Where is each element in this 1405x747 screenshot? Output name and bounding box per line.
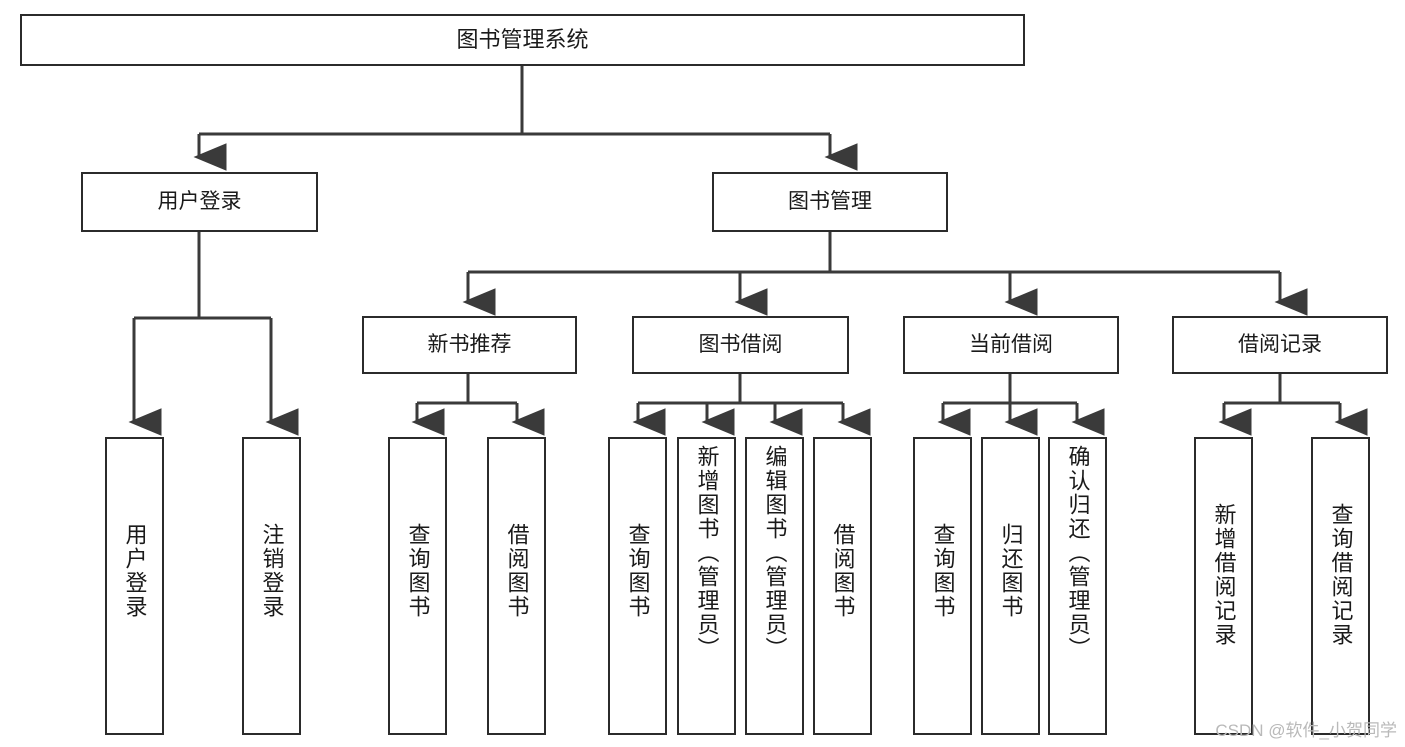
leaf-user-login-label: 用户登录 bbox=[122, 523, 148, 619]
leaf-edit-book-admin-label: 编辑图书（管理员） bbox=[762, 445, 788, 661]
leaf-logout-label: 注销登录 bbox=[259, 523, 285, 619]
leaf-return-book-label: 归还图书 bbox=[998, 523, 1024, 619]
leaf-borrow-book-recommend-label: 借阅图书 bbox=[504, 523, 530, 619]
leaf-add-borrow-record[interactable]: 新增借阅记录 bbox=[1194, 437, 1253, 735]
leaf-user-login[interactable]: 用户登录 bbox=[105, 437, 164, 735]
leaf-query-book-current[interactable]: 查询图书 bbox=[913, 437, 972, 735]
leaf-borrow-book-label: 借阅图书 bbox=[830, 523, 856, 619]
node-current-borrow-label: 当前借阅 bbox=[969, 332, 1053, 356]
leaf-return-book[interactable]: 归还图书 bbox=[981, 437, 1040, 735]
leaf-add-borrow-record-label: 新增借阅记录 bbox=[1211, 503, 1237, 647]
node-root[interactable]: 图书管理系统 bbox=[20, 14, 1025, 66]
leaf-confirm-return-admin[interactable]: 确认归还（管理员） bbox=[1048, 437, 1107, 735]
node-new-book-recommend-label: 新书推荐 bbox=[427, 332, 512, 356]
leaf-add-book-admin-label: 新增图书（管理员） bbox=[694, 445, 720, 661]
node-book-borrow-label: 图书借阅 bbox=[698, 332, 783, 356]
leaf-confirm-return-admin-label: 确认归还（管理员） bbox=[1065, 445, 1091, 661]
node-user-login[interactable]: 用户登录 bbox=[81, 172, 318, 232]
leaf-query-book-recommend[interactable]: 查询图书 bbox=[388, 437, 447, 735]
node-borrow-record-label: 借阅记录 bbox=[1238, 332, 1322, 356]
leaf-query-borrow-record-label: 查询借阅记录 bbox=[1328, 503, 1354, 647]
leaf-query-book-borrow[interactable]: 查询图书 bbox=[608, 437, 667, 735]
leaf-query-book-recommend-label: 查询图书 bbox=[405, 523, 431, 619]
node-borrow-record[interactable]: 借阅记录 bbox=[1172, 316, 1388, 374]
node-current-borrow[interactable]: 当前借阅 bbox=[903, 316, 1119, 374]
leaf-query-book-current-label: 查询图书 bbox=[930, 523, 956, 619]
node-book-management[interactable]: 图书管理 bbox=[712, 172, 948, 232]
leaf-logout[interactable]: 注销登录 bbox=[242, 437, 301, 735]
node-user-login-label: 用户登录 bbox=[157, 189, 242, 213]
leaf-add-book-admin[interactable]: 新增图书（管理员） bbox=[677, 437, 736, 735]
node-book-management-label: 图书管理 bbox=[788, 189, 872, 213]
leaf-borrow-book-recommend[interactable]: 借阅图书 bbox=[487, 437, 546, 735]
leaf-query-book-borrow-label: 查询图书 bbox=[625, 523, 651, 619]
node-new-book-recommend[interactable]: 新书推荐 bbox=[362, 316, 577, 374]
node-root-label: 图书管理系统 bbox=[456, 27, 589, 53]
watermark: CSDN @软件_小贺同学 bbox=[1215, 721, 1397, 740]
leaf-borrow-book[interactable]: 借阅图书 bbox=[813, 437, 872, 735]
leaf-query-borrow-record[interactable]: 查询借阅记录 bbox=[1311, 437, 1370, 735]
leaf-edit-book-admin[interactable]: 编辑图书（管理员） bbox=[745, 437, 804, 735]
node-book-borrow[interactable]: 图书借阅 bbox=[632, 316, 849, 374]
